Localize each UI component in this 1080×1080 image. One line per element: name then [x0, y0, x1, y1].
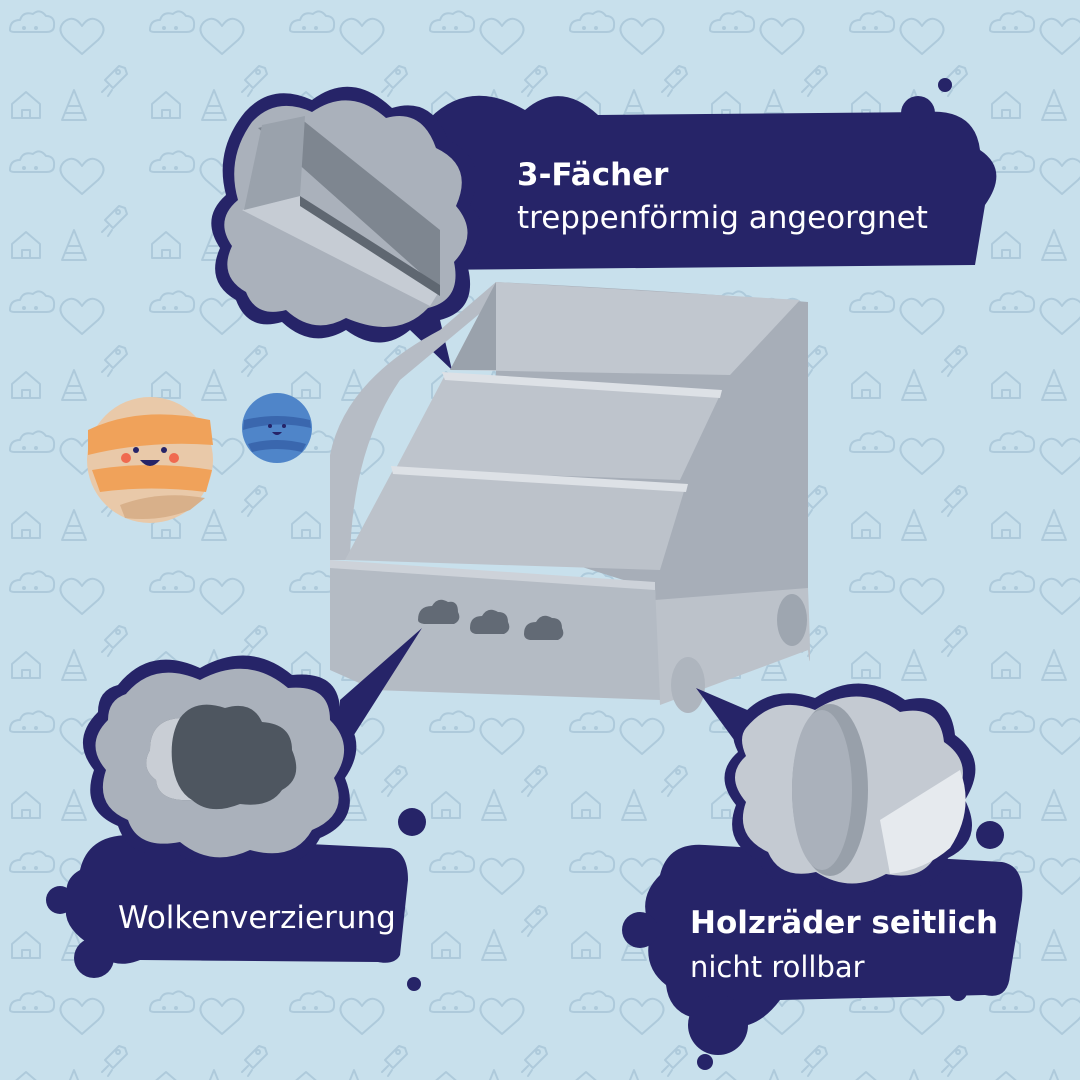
wheels-title: Holzräder seitlich [690, 905, 999, 941]
wheels-zoom-bubble [696, 683, 976, 896]
compartments-zoom-bubble [211, 86, 484, 370]
clouds-zoom-bubble [82, 628, 422, 869]
wheels-label: Holzräder seitlich nicht rollbar [690, 908, 998, 982]
compartments-title: 3-Fächer [517, 157, 669, 193]
wheels-subtitle: nicht rollbar [690, 950, 865, 984]
clouds-banner [46, 808, 426, 991]
wheels-banner [622, 821, 1023, 1070]
compartments-label: 3-Fächer treppenförmig angeorgnet [517, 160, 928, 234]
compartments-banner [377, 78, 997, 271]
blue-planet-icon [242, 393, 312, 463]
compartments-subtitle: treppenförmig angeorgnet [517, 200, 928, 236]
orange-planet-icon [87, 397, 213, 523]
bookshelf-graphic [330, 282, 810, 713]
clouds-label: Wolkenverzierung [118, 900, 396, 936]
